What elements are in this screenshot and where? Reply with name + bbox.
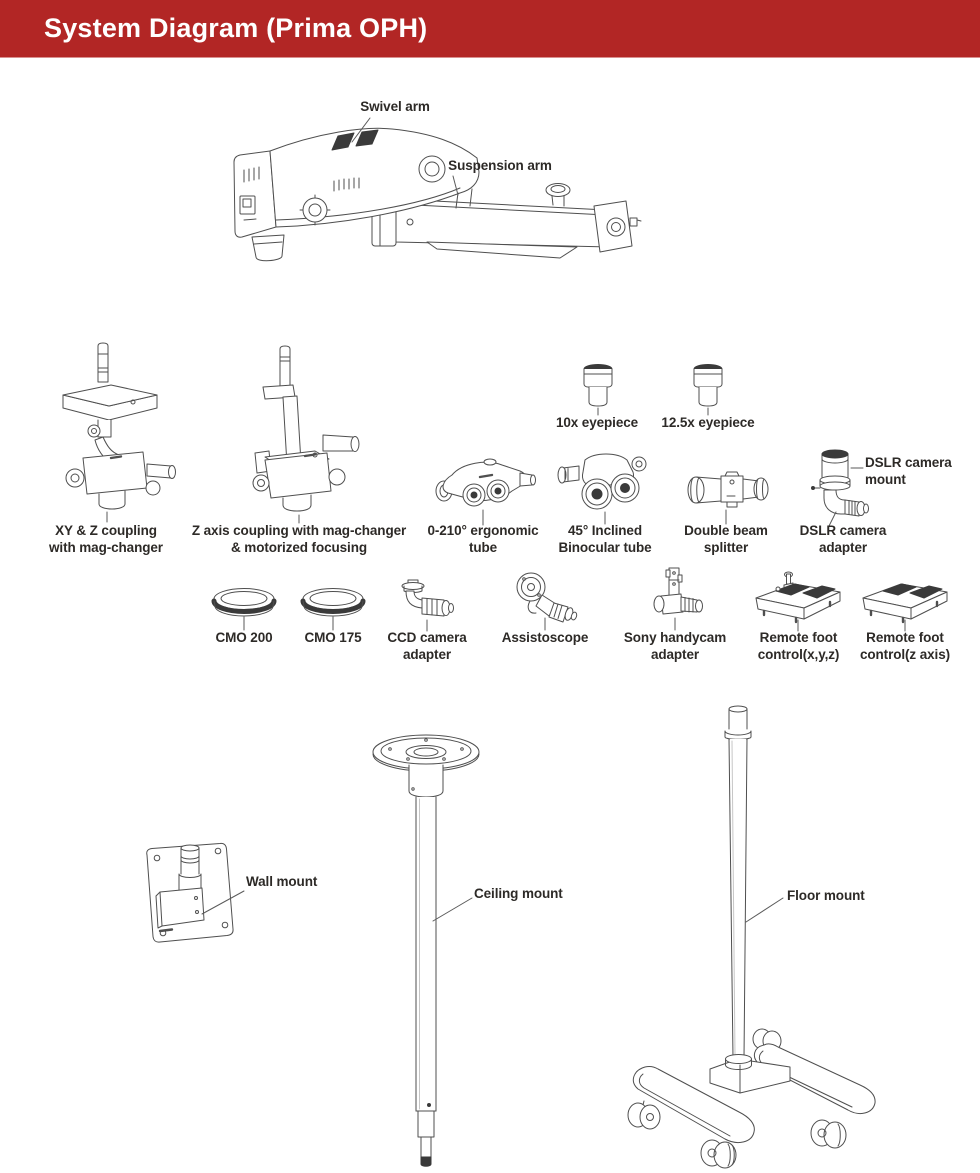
- label-z-axis-coupling: Z axis coupling with mag-changer & motor…: [191, 523, 407, 555]
- binocular-tube-drawing: [557, 453, 647, 525]
- foot-control-z-drawing: [862, 583, 948, 632]
- label-eyepiece-12-5x: 12.5x eyepiece: [661, 415, 755, 430]
- ceiling-mount-drawing: [372, 734, 480, 1167]
- ccd-adapter-drawing: [401, 579, 454, 632]
- label-ceiling-mount: Ceiling mount: [474, 886, 563, 901]
- label-foot-control-xyz: Remote foot control(x,y,z): [757, 630, 840, 662]
- label-floor-mount: Floor mount: [787, 888, 865, 903]
- sony-adapter-drawing: [653, 567, 703, 631]
- label-sony-adapter: Sony handycam adapter: [623, 630, 727, 662]
- label-wall-mount: Wall mount: [246, 874, 318, 889]
- label-assistoscope: Assistoscope: [501, 630, 589, 645]
- z-axis-coupling-drawing: [252, 345, 360, 524]
- floor-mount-drawing: [627, 705, 876, 1169]
- ergonomic-tube-drawing: [435, 458, 536, 526]
- label-binocular-tube: 45° Inclined Binocular tube: [558, 523, 652, 555]
- label-cmo-200: CMO 200: [215, 630, 273, 645]
- label-ergonomic-tube: 0-210° ergonomic tube: [427, 523, 539, 555]
- foot-control-xyz-drawing: [755, 571, 841, 632]
- label-beam-splitter: Double beam splitter: [684, 523, 768, 555]
- beam-splitter-drawing: [687, 471, 769, 525]
- dslr-camera-unit-drawing: [811, 449, 869, 527]
- label-dslr-mount: DSLR camera mount: [865, 455, 952, 487]
- label-eyepiece-10x: 10x eyepiece: [555, 415, 639, 430]
- xy-z-coupling-drawing: [62, 342, 176, 523]
- wall-mount-drawing: [146, 842, 245, 943]
- eyepiece-10x-drawing: [583, 364, 613, 416]
- assistoscope-drawing: [516, 572, 578, 631]
- label-cmo-175: CMO 175: [304, 630, 362, 645]
- label-foot-control-z: Remote foot control(z axis): [859, 630, 950, 662]
- label-swivel-arm: Swivel arm: [360, 99, 430, 114]
- cmo-200-drawing: [211, 588, 277, 631]
- page-title: System Diagram (Prima OPH): [44, 13, 428, 43]
- eyepiece-12-5x-drawing: [693, 364, 723, 416]
- label-dslr-adapter: DSLR camera adapter: [799, 523, 887, 555]
- arm-assembly-drawing: [233, 117, 642, 262]
- label-xy-z-coupling: XY & Z coupling with mag-changer: [49, 523, 163, 555]
- label-suspension-arm: Suspension arm: [448, 158, 552, 173]
- cmo-175-drawing: [300, 588, 366, 631]
- label-ccd-adapter: CCD camera adapter: [387, 630, 467, 662]
- header-bar: System Diagram (Prima OPH): [0, 0, 980, 58]
